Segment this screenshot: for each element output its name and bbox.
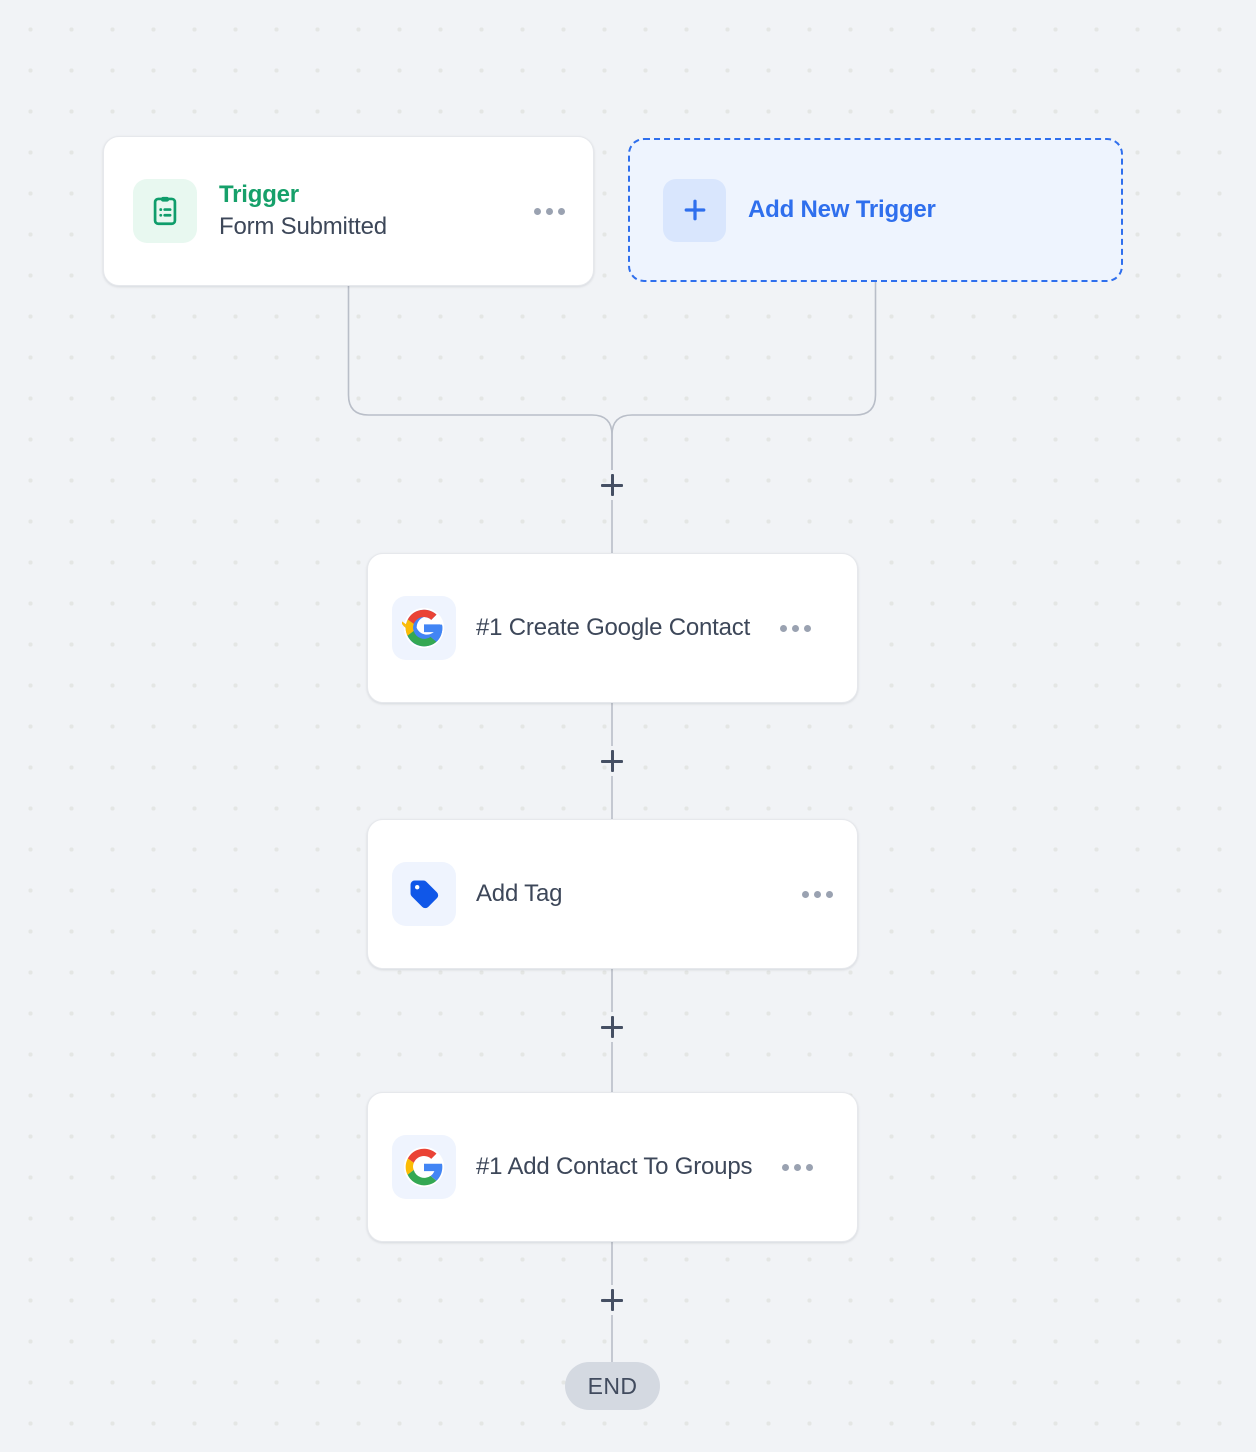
- action-node-create-google-contact[interactable]: #1 Create Google Contact: [367, 553, 858, 703]
- add-step-button-2[interactable]: [597, 746, 627, 776]
- action-3-more-options-icon[interactable]: [782, 1163, 814, 1171]
- google-logo-icon: [392, 1135, 456, 1199]
- action-1-more-options-icon[interactable]: [780, 624, 812, 632]
- trigger-title: Trigger: [219, 180, 299, 208]
- trigger-text-block: Trigger Form Submitted: [219, 181, 512, 242]
- action-1-label: #1 Create Google Contact: [476, 614, 751, 641]
- trigger-node[interactable]: Trigger Form Submitted: [103, 136, 594, 286]
- add-step-button-1[interactable]: [597, 470, 627, 500]
- action-node-add-contact-to-groups[interactable]: #1 Add Contact To Groups: [367, 1092, 858, 1242]
- end-badge: END: [565, 1362, 660, 1410]
- action-2-text-block: Add Tag: [476, 880, 782, 908]
- google-logo-icon: [392, 596, 456, 660]
- add-step-button-3[interactable]: [597, 1012, 627, 1042]
- add-new-trigger-label: Add New Trigger: [748, 196, 936, 223]
- action-node-add-tag[interactable]: Add Tag: [367, 819, 858, 969]
- action-1-text-block: #1 Create Google Contact: [476, 614, 750, 642]
- clipboard-list-icon: [133, 179, 197, 243]
- trigger-subtitle: Form Submitted: [219, 212, 387, 240]
- add-new-trigger-button[interactable]: Add New Trigger: [628, 138, 1123, 282]
- action-3-text-block: #1 Add Contact To Groups: [476, 1153, 752, 1181]
- action-2-more-options-icon[interactable]: [802, 890, 833, 898]
- add-step-button-4[interactable]: [597, 1285, 627, 1315]
- trigger-more-options-icon[interactable]: [534, 207, 565, 215]
- plus-icon: [663, 178, 726, 242]
- action-2-label: Add Tag: [476, 880, 563, 907]
- action-3-label: #1 Add Contact To Groups: [476, 1153, 753, 1180]
- tag-icon: [392, 862, 456, 926]
